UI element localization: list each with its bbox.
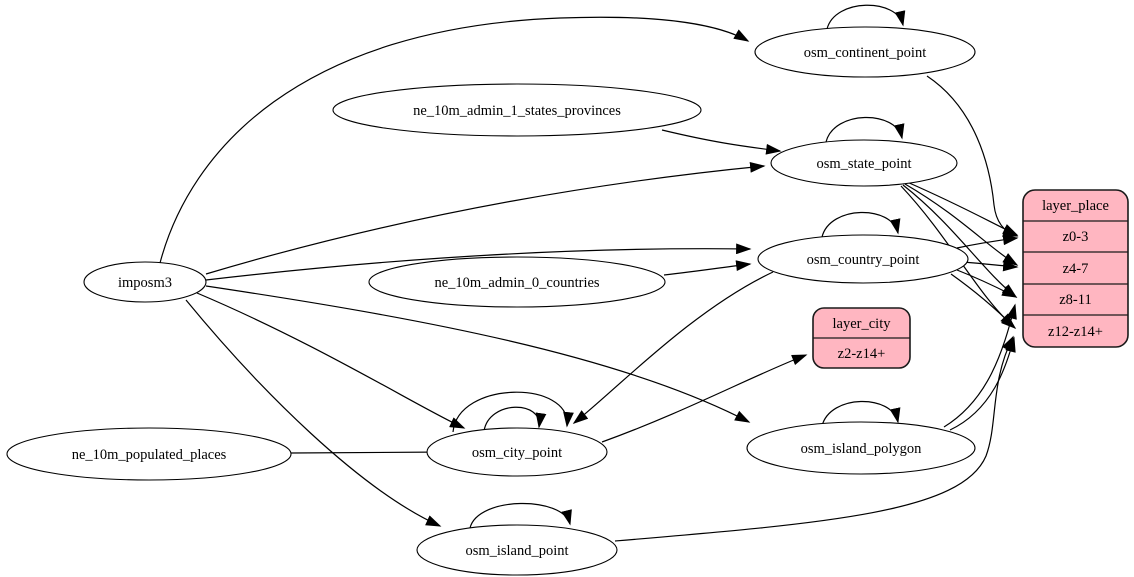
self-loop-osm_city_point-outer [452,391,574,433]
node-ne_10m_populated_places-label: ne_10m_populated_places [72,447,227,463]
node-osm_island_point-shape [416,524,618,576]
node-osm_island_point-label: osm_island_point [465,543,568,559]
record-layer_place-title: layer_place [1042,198,1109,214]
node-osm_island_point: osm_island_point [416,524,618,576]
node-osm_island_polygon-shape [746,421,976,475]
node-osm_country_point-shape [757,234,969,284]
node-ne_10m_admin_1_states_provinces-label: ne_10m_admin_1_states_provinces [413,103,621,119]
node-osm_city_point-label: osm_city_point [472,445,562,461]
edge-ne_10m_admin_1_states_provinces-osm_state_point [661,129,782,155]
edge-osm_state_point-z4-7 [904,183,1019,266]
edge-osm_island_polygon-z8-11 [943,303,1017,428]
node-ne_10m_admin_0_countries-label: ne_10m_admin_0_countries [434,275,599,291]
node-ne_10m_admin_1_states_provinces: ne_10m_admin_1_states_provinces [332,83,702,137]
node-osm_continent_point-label: osm_continent_point [804,45,926,61]
node-imposm3-label: imposm3 [118,275,172,291]
edge-imposm3-osm_island_polygon [205,285,751,423]
edges [159,4,1019,542]
node-osm_state_point-shape [770,139,958,187]
self-loop-osm_country_point [821,211,901,238]
record-layer_place-row-z12-z14: z12-z14+ [1048,324,1103,340]
edge-ne_10m_admin_0_countries-osm_country_point [663,260,752,276]
record-layer_city: layer_city z2-z14+ [812,307,911,369]
node-ne_10m_populated_places: ne_10m_populated_places [6,427,292,481]
self-loop-osm_continent_point [826,4,906,30]
node-osm_island_polygon: osm_island_polygon [746,421,976,475]
record-layer_city-title: layer_city [833,316,892,332]
node-imposm3-shape [83,261,207,303]
node-osm_state_point-label: osm_state_point [816,156,911,172]
self-loop-osm_island_point [469,502,572,529]
node-imposm3: imposm3 [83,261,207,303]
edge-osm_country_point-z4-7 [962,260,1019,272]
node-osm_state_point: osm_state_point [770,139,958,187]
edge-imposm3-osm_state_point [205,161,766,275]
record-layer_place-row-z0-3: z0-3 [1063,229,1089,245]
node-osm_city_point-shape [426,427,608,477]
edge-osm_island_point-z12-z14 [614,335,1014,542]
edge-imposm3-osm_continent_point [159,16,750,264]
node-ne_10m_admin_0_countries: ne_10m_admin_0_countries [368,256,666,308]
edge-imposm3-osm_country_point [205,243,752,281]
edge-osm_state_point-z0-3 [906,181,1019,236]
self-loop-osm_state_point [825,116,905,143]
edge-osm_country_point-z8-11 [956,269,1018,298]
record-layer_city-row-z2-z14: z2-z14+ [838,346,886,362]
edge-ne_10m_populated_places-osm_city_point [290,446,450,458]
node-osm_city_point: osm_city_point [426,427,608,477]
record-layer_place-shape [1022,189,1129,348]
node-ne_10m_populated_places-shape [6,427,292,481]
record-layer_place-row-z4-7: z4-7 [1063,261,1089,277]
node-ne_10m_admin_0_countries-shape [368,256,666,308]
edge-imposm3-osm_city_point [196,292,466,429]
node-osm_island_polygon-label: osm_island_polygon [801,441,923,457]
edge-osm_country_point-osm_city_point [572,271,774,424]
self-loop-osm_island_polygon [821,400,901,427]
node-osm_country_point-label: osm_country_point [807,252,920,268]
node-osm_country_point: osm_country_point [757,234,969,284]
edge-imposm3-osm_island_point [185,299,442,527]
node-osm_continent_point-shape [754,26,976,78]
node-ne_10m_admin_1_states_provinces-shape [332,83,702,137]
edge-osm_city_point-layer_city [601,354,808,443]
node-osm_continent_point: osm_continent_point [754,26,976,78]
edge-osm_country_point-z12-z14 [950,273,1016,329]
record-layer_place-row-z8-11: z8-11 [1059,292,1091,308]
edge-osm_country_point-z0-3 [956,234,1019,249]
self-loop-osm_city_point-inner [483,406,547,432]
record-layer_place: layer_place z0-3 z4-7 z8-11 z12-z14+ [1022,189,1129,348]
